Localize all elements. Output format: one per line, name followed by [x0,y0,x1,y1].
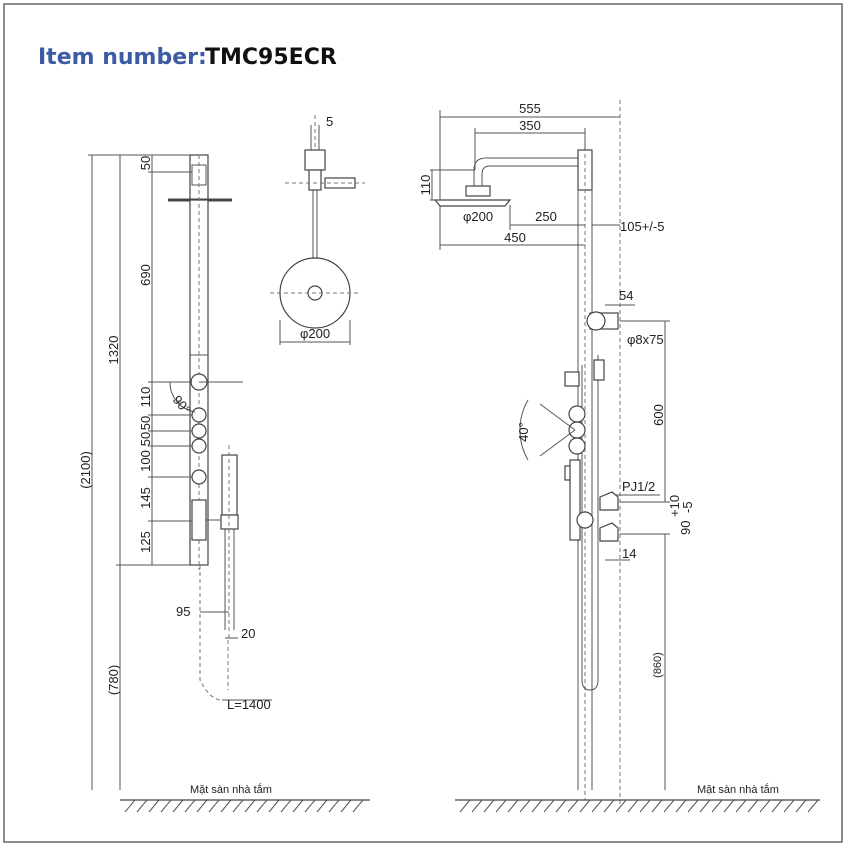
dim-780: (780) [106,665,121,695]
thread-spec: PJ1/2 [622,479,655,494]
dim-50a: 50 [138,416,153,430]
top-view: 5 φ200 [270,114,365,345]
dim-wall-offset: 105+/-5 [620,219,664,234]
dim-5: 5 [326,114,333,129]
dim-90: 90 [678,521,693,535]
dim-600: 600 [651,404,666,426]
right-side-view: 555 350 110 φ200 250 450 105+/-5 54 φ8x7… [418,100,820,813]
dim-690: 690 [138,264,153,286]
dim-screw: φ8x75 [627,332,664,347]
tolerance-plus: +10 [667,495,682,517]
dim-450: 450 [504,230,526,245]
dim-110-right: 110 [418,175,433,196]
dim-555: 555 [519,101,541,116]
floor-label-right: Mặt sàn nhà tắm [697,783,779,796]
dim-14: 14 [622,546,636,561]
dim-1320: 1320 [106,336,121,365]
dim-125: 125 [138,531,153,553]
dim-head-diameter-top: φ200 [300,326,330,341]
dim-50b: 50 [138,432,153,446]
dim-95: 95 [176,604,190,619]
dim-145: 145 [138,487,153,509]
dim-head-diameter-side: φ200 [463,209,493,224]
dim-350: 350 [519,118,541,133]
dim-100: 100 [138,450,153,472]
left-elevation-view: (2100) 1320 (780) 50 690 110 50 50 100 1… [78,154,370,813]
floor-label-left: Mặt sàn nhà tắm [190,783,272,796]
item-number-value: TMC95ECR [205,45,337,70]
dim-110: 110 [138,387,153,408]
dim-20: 20 [241,626,255,641]
dim-54: 54 [619,288,633,303]
tolerance-minus: -5 [680,501,695,513]
frame-border [3,3,843,843]
dim-250: 250 [535,209,557,224]
dim-50-top: 50 [138,156,153,170]
hose-length: L=1400 [227,697,271,712]
dim-total-height: (2100) [78,451,93,489]
dim-860: (860) [652,652,664,678]
item-number-label: Item number: [38,45,207,70]
angle-40: 40° [516,422,531,442]
